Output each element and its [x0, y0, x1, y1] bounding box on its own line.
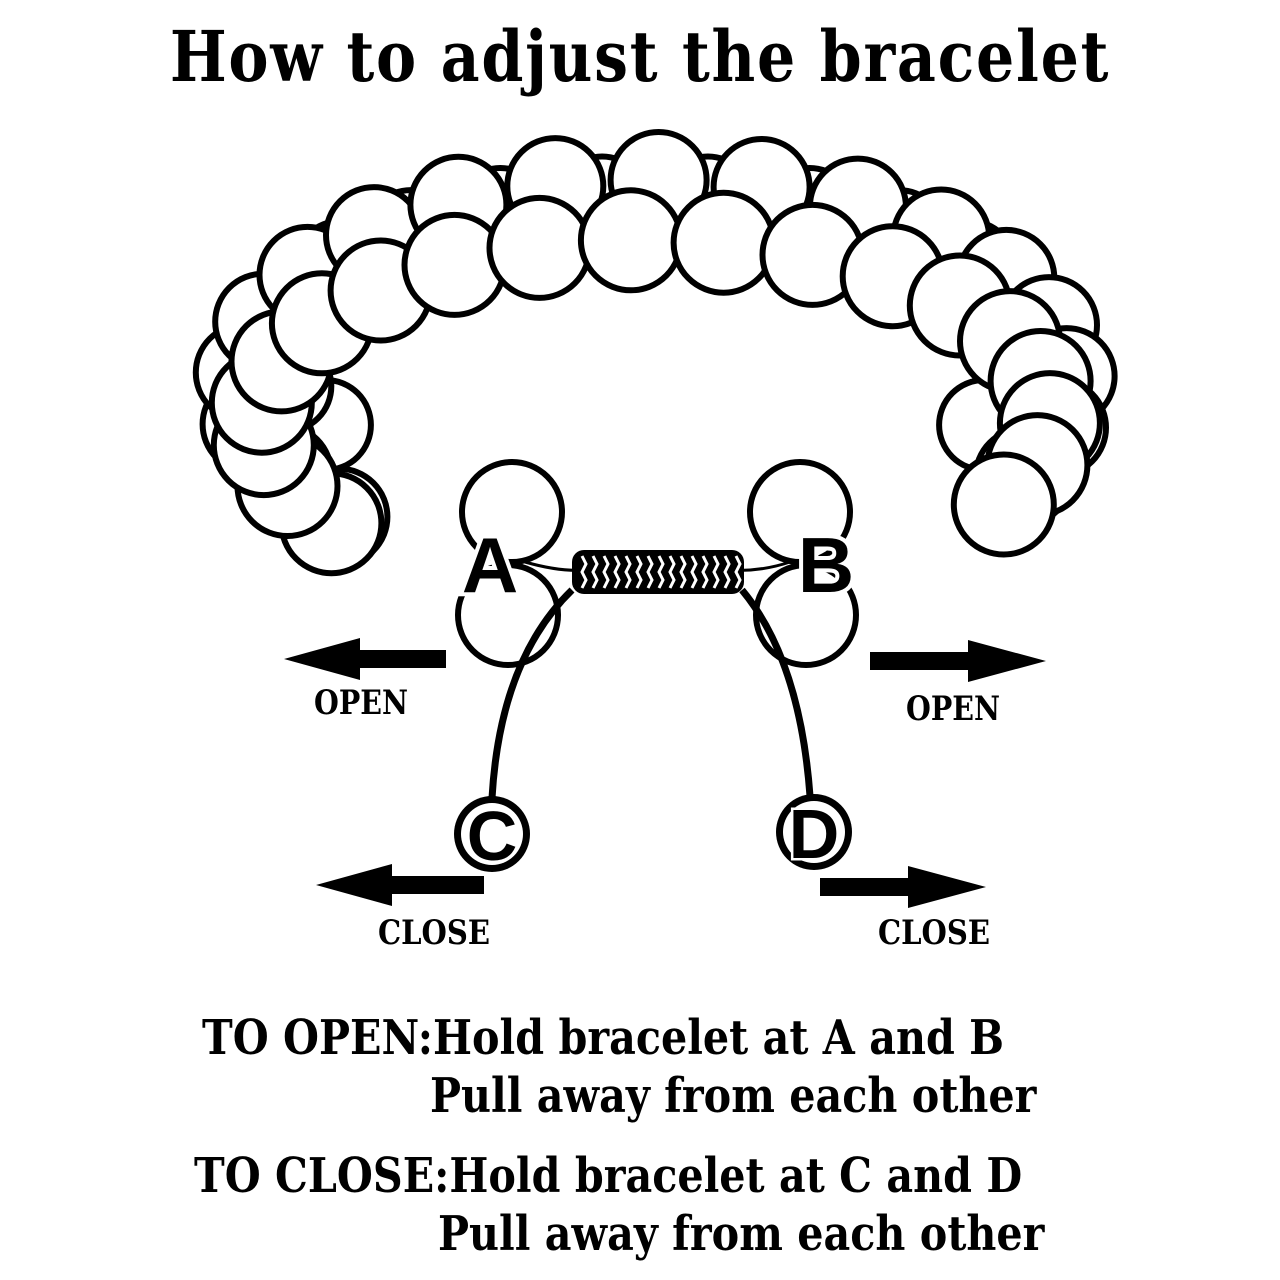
- arrows: [284, 638, 1046, 908]
- close-right-arrow: [820, 866, 986, 908]
- bracelet-end-beads: [455, 459, 859, 668]
- open-instruction-line-1: TO OPEN:Hold bracelet at A and B: [202, 1010, 1005, 1066]
- point-c-badge: C: [454, 795, 530, 878]
- close-left-caption: CLOSE: [378, 913, 490, 953]
- bead: [577, 187, 684, 294]
- cords: [488, 560, 814, 799]
- close-left-arrow: [316, 864, 484, 906]
- open-right-caption: OPEN: [906, 689, 1000, 729]
- knot-stitch: [624, 555, 632, 589]
- tail-cord-c: [488, 587, 575, 799]
- knot-stitch: [701, 555, 709, 589]
- point-c-label: C: [467, 797, 518, 875]
- knot-stitch: [712, 555, 720, 589]
- bead: [486, 194, 593, 301]
- point-d-badge: D: [776, 793, 852, 876]
- open-left-arrow: [284, 638, 446, 680]
- point-b-label: B: [798, 521, 854, 609]
- page-title: How to adjust the bracelet: [169, 15, 1111, 98]
- knot-stitch: [613, 555, 621, 589]
- knot-stitch: [734, 555, 742, 589]
- open-right-arrow: [870, 640, 1046, 682]
- point-a-label: A: [462, 521, 518, 609]
- arrow-captions: OPEN OPEN CLOSE CLOSE: [314, 683, 1000, 953]
- knot-stitch: [591, 555, 599, 589]
- tail-cord-d: [739, 587, 814, 797]
- point-d-label: D: [789, 795, 840, 873]
- knot-stitch: [668, 555, 676, 589]
- macrame-knot: [572, 550, 744, 594]
- open-instruction-line-2: Pull away from each other: [430, 1068, 1037, 1124]
- knot-stitch: [657, 555, 665, 589]
- close-instruction-line-2: Pull away from each other: [438, 1206, 1045, 1262]
- knot-stitch: [635, 555, 643, 589]
- close-right-caption: CLOSE: [878, 913, 990, 953]
- close-instruction-line-1: TO CLOSE:Hold bracelet at C and D: [194, 1148, 1023, 1204]
- bracelet-front-row: [208, 187, 1103, 577]
- bead: [670, 189, 777, 296]
- point-labels: A B: [458, 517, 858, 613]
- knot-stitch: [580, 555, 588, 589]
- bead: [950, 451, 1057, 558]
- open-left-caption: OPEN: [314, 683, 408, 723]
- knot-stitch: [646, 555, 654, 589]
- knot-stitch: [602, 555, 610, 589]
- knot-stitch: [679, 555, 687, 589]
- knot-stitch: [690, 555, 698, 589]
- knot-stitch: [723, 555, 731, 589]
